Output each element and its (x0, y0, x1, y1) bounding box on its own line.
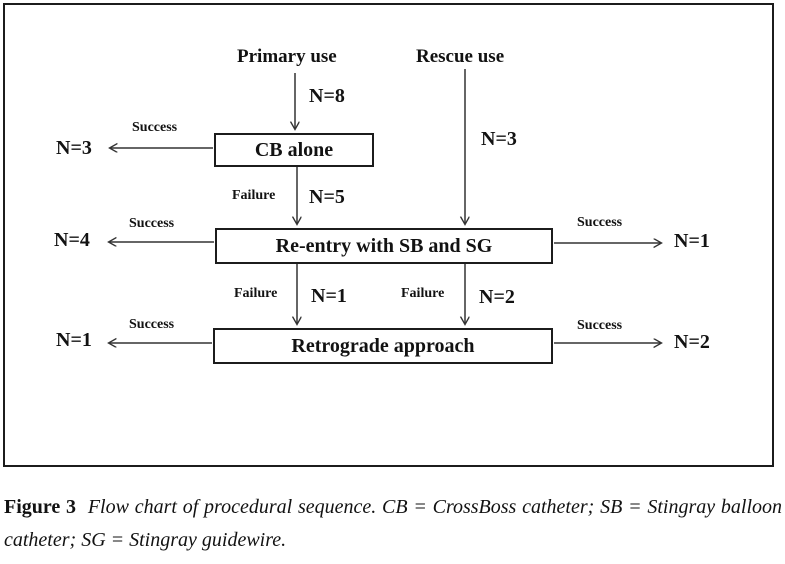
entry-primary-label: Primary use (237, 46, 337, 67)
reentry-success-right-count: N=1 (674, 230, 710, 252)
node-cb-alone: CB alone (214, 133, 374, 167)
cb-success-count: N=3 (56, 137, 92, 159)
reentry-failure-left-label: Failure (234, 286, 278, 301)
node-reentry-sb-sg: Re-entry with SB and SG (215, 228, 553, 264)
entry-rescue-label: Rescue use (416, 46, 505, 67)
reentry-failure-right-count: N=2 (479, 286, 515, 308)
cb-failure-label: Failure (232, 188, 276, 203)
entry-primary-count: N=8 (309, 85, 345, 107)
figure-caption: Figure 3 Flow chart of procedural sequen… (4, 491, 782, 557)
reentry-failure-left-count: N=1 (311, 285, 347, 307)
retrograde-success-right-label: Success (577, 318, 623, 333)
figure-caption-text: Flow chart of procedural sequence. CB = … (4, 496, 782, 551)
reentry-success-left-label: Success (129, 216, 175, 231)
retrograde-success-left-count: N=1 (56, 329, 92, 351)
reentry-success-left-count: N=4 (54, 229, 90, 251)
figure-caption-number: Figure 3 (4, 496, 77, 518)
retrograde-success-right-count: N=2 (674, 331, 710, 353)
reentry-success-right-label: Success (577, 215, 623, 230)
reentry-failure-right-label: Failure (401, 286, 445, 301)
cb-success-label: Success (132, 120, 178, 135)
node-retrograde-approach: Retrograde approach (213, 328, 553, 364)
retrograde-success-left-label: Success (129, 317, 175, 332)
cb-failure-count: N=5 (309, 186, 345, 208)
flowchart-arrows (0, 69, 785, 475)
entry-rescue-count: N=3 (481, 128, 517, 150)
